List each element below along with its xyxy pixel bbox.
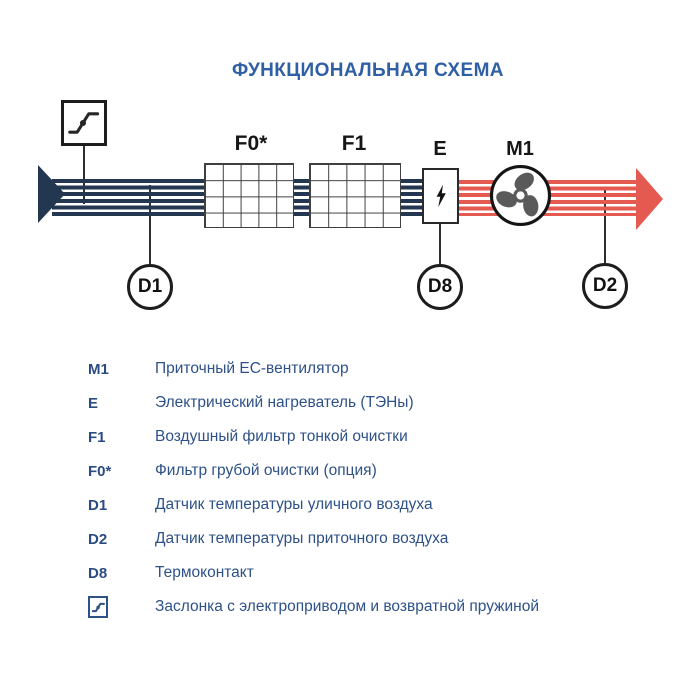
legend-row-e: E Электрический нагреватель (ТЭНы) xyxy=(88,386,539,420)
fan-icon xyxy=(489,164,552,227)
legend-row-damper: Заслонка с электроприводом и возвратной … xyxy=(88,590,539,624)
d8-connector-line xyxy=(439,222,441,264)
legend-row-d2: D2 Датчик температуры приточного воздуха xyxy=(88,522,539,556)
legend-row-f0: F0* Фильтр грубой очистки (опция) xyxy=(88,454,539,488)
legend-text: Заслонка с электроприводом и возвратной … xyxy=(155,598,539,615)
filter-f1-grid xyxy=(309,163,401,228)
page-title: ФУНКЦИОНАЛЬНАЯ СХЕМА xyxy=(232,60,504,81)
damper-connector-line xyxy=(83,144,85,204)
damper-legend-icon xyxy=(88,596,108,618)
legend-key: M1 xyxy=(88,360,109,378)
legend-row-m1: M1 Приточный EC-вентилятор xyxy=(88,352,539,386)
legend-text: Термоконтакт xyxy=(155,564,254,581)
damper-icon xyxy=(61,100,107,146)
legend-key xyxy=(88,596,155,618)
legend-text: Датчик температуры уличного воздуха xyxy=(155,496,433,513)
sensor-d2: D2 xyxy=(582,263,628,309)
legend-text: Датчик температуры приточного воздуха xyxy=(155,530,449,547)
functional-diagram: F0* F1 E M1 D1 D8 D2 xyxy=(0,0,700,340)
label-fan: M1 xyxy=(506,138,534,160)
legend-key: E xyxy=(88,394,99,412)
label-f1: F1 xyxy=(341,132,367,155)
legend-key: D8 xyxy=(88,564,108,582)
legend-text: Фильтр грубой очистки (опция) xyxy=(155,462,377,479)
label-f0: F0* xyxy=(234,132,268,155)
legend-key: D2 xyxy=(88,530,108,548)
d2-connector-line xyxy=(604,190,606,263)
heater-box xyxy=(422,168,459,224)
filter-f0-grid xyxy=(204,163,294,228)
legend-key: F1 xyxy=(88,428,106,446)
sensor-d1: D1 xyxy=(127,264,173,310)
legend-row-f1: F1 Воздушный фильтр тонкой очистки xyxy=(88,420,539,454)
legend-key: D1 xyxy=(88,496,108,514)
lightning-bolt-icon xyxy=(436,184,446,208)
legend-text: Электрический нагреватель (ТЭНы) xyxy=(155,394,414,411)
legend: M1 Приточный EC-вентилятор E Электрическ… xyxy=(88,352,539,624)
legend-row-d8: D8 Термоконтакт xyxy=(88,556,539,590)
legend-key: F0* xyxy=(88,462,112,480)
label-heater: E xyxy=(433,138,447,160)
legend-row-d1: D1 Датчик температуры уличного воздуха xyxy=(88,488,539,522)
d1-connector-line xyxy=(149,185,151,264)
legend-text: Приточный EC-вентилятор xyxy=(155,360,349,377)
legend-text: Воздушный фильтр тонкой очистки xyxy=(155,428,408,445)
supply-air-arrow xyxy=(636,168,663,230)
sensor-d8: D8 xyxy=(417,264,463,310)
